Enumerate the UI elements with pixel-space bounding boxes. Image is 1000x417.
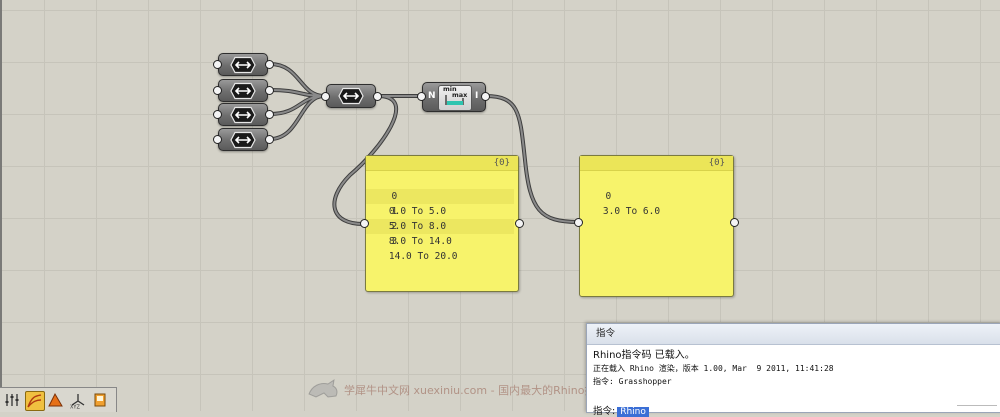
source-node-2-input[interactable] [213, 86, 222, 95]
source-node-4[interactable] [218, 128, 268, 151]
panel-left-input[interactable] [360, 219, 369, 228]
panel-right-input[interactable] [574, 218, 583, 227]
watermark: 学犀牛中文网 xuexiniu.com - 国内最大的Rhino技术交流平台 [306, 378, 726, 400]
bounds-input-label: N [428, 91, 436, 101]
xyz-axes-icon[interactable]: XYZ [69, 391, 87, 411]
panel-left-row: 1 5.0 To 8.0 [366, 189, 514, 232]
panel-left-row: 3 14.0 To 20.0 [366, 219, 514, 262]
panel-right-row: 0 3.0 To 6.0 [580, 174, 729, 217]
command-input[interactable]: Rhino [617, 407, 649, 417]
command-scrollbar[interactable] [957, 405, 997, 412]
panel-right-row-index: 0 [605, 191, 612, 202]
source-node-4-input[interactable] [213, 135, 222, 144]
watermark-text: 学犀牛中文网 xuexiniu.com - 国内最大的Rhino技术交流平台 [344, 384, 651, 397]
wire-src4-merge [268, 94, 326, 141]
panel-left-row-value: 0.0 To 5.0 [388, 206, 447, 217]
svg-text:XYZ: XYZ [70, 405, 80, 410]
source-node-2-output[interactable] [265, 86, 274, 95]
hex-double-arrow-icon [230, 106, 256, 123]
panel-left-row-index: 3 [391, 236, 398, 247]
panel-left-row-value: 5.0 To 8.0 [388, 221, 447, 232]
panel-left-row-index: 2 [391, 221, 398, 232]
panel-right-header: {0} [580, 156, 733, 171]
command-history-line: Rhino指令码 已载入。 [593, 350, 695, 361]
source-node-1-input[interactable] [213, 60, 222, 69]
panel-right[interactable]: {0} 0 3.0 To 6.0 [579, 155, 734, 297]
peak-graph-icon[interactable] [47, 391, 65, 409]
bounds-icon: min max [438, 85, 472, 111]
source-node-3[interactable] [218, 103, 268, 126]
merge-node-input[interactable] [321, 92, 330, 101]
bounds-node-input[interactable] [417, 92, 426, 101]
command-window: 指令 Rhino指令码 已载入。 正在载入 Rhino 渲染，版本 1.00, … [586, 323, 1000, 417]
panel-left-row-value: 14.0 To 20.0 [388, 251, 458, 262]
panel-left-row-index: 0 [391, 191, 398, 202]
bounds-node-output[interactable] [481, 92, 490, 101]
source-node-3-input[interactable] [213, 110, 222, 119]
panel-right-output[interactable] [730, 218, 739, 227]
hex-double-arrow-icon [230, 82, 256, 99]
panel-left-row-index: 1 [391, 206, 398, 217]
canvas-left-edge [0, 0, 2, 411]
command-history-line: 正在载入 Rhino 渲染，版本 1.00, Mar 9 2011, 11:41… [593, 364, 834, 373]
command-history-line: 指令: Grasshopper [593, 377, 672, 386]
command-prompt: 指令:Rhino [593, 403, 649, 417]
panel-left-row-value: 8.0 To 14.0 [388, 236, 452, 247]
hex-double-arrow-icon [230, 56, 256, 73]
bounds-node[interactable]: N min max I [422, 82, 486, 112]
source-node-4-output[interactable] [265, 135, 274, 144]
sliders-icon[interactable] [3, 391, 21, 409]
source-node-1-output[interactable] [265, 60, 274, 69]
curve-graph-icon[interactable] [25, 391, 45, 411]
source-node-2[interactable] [218, 79, 268, 102]
canvas-toolbar: XYZ [0, 387, 117, 412]
source-node-3-output[interactable] [265, 110, 274, 119]
hex-double-arrow-icon [230, 131, 256, 148]
rhino-logo-icon [308, 378, 338, 398]
bounds-min-label: min [443, 85, 457, 93]
merge-node[interactable] [326, 84, 376, 108]
panel-left-header: {0} [366, 156, 518, 171]
command-prompt-label: 指令: [593, 406, 616, 417]
panel-left-row: 0 0.0 To 5.0 [366, 174, 514, 217]
source-node-1[interactable] [218, 53, 268, 76]
hex-double-arrow-icon [338, 87, 364, 105]
merge-node-output[interactable] [373, 92, 382, 101]
panel-left-output[interactable] [515, 219, 524, 228]
command-window-title: 指令 [587, 324, 1000, 345]
bounds-output-label: I [475, 91, 479, 101]
panel-left-row: 2 8.0 To 14.0 [366, 204, 514, 247]
bounds-max-label: max [452, 91, 468, 99]
panel-right-row-value: 3.0 To 6.0 [602, 206, 661, 217]
panel-left[interactable]: {0} 0 0.0 To 5.0 1 5.0 To 8.0 2 8.0 To 1… [365, 155, 519, 292]
document-icon[interactable] [91, 391, 109, 409]
bounds-interval-icon [445, 95, 464, 105]
